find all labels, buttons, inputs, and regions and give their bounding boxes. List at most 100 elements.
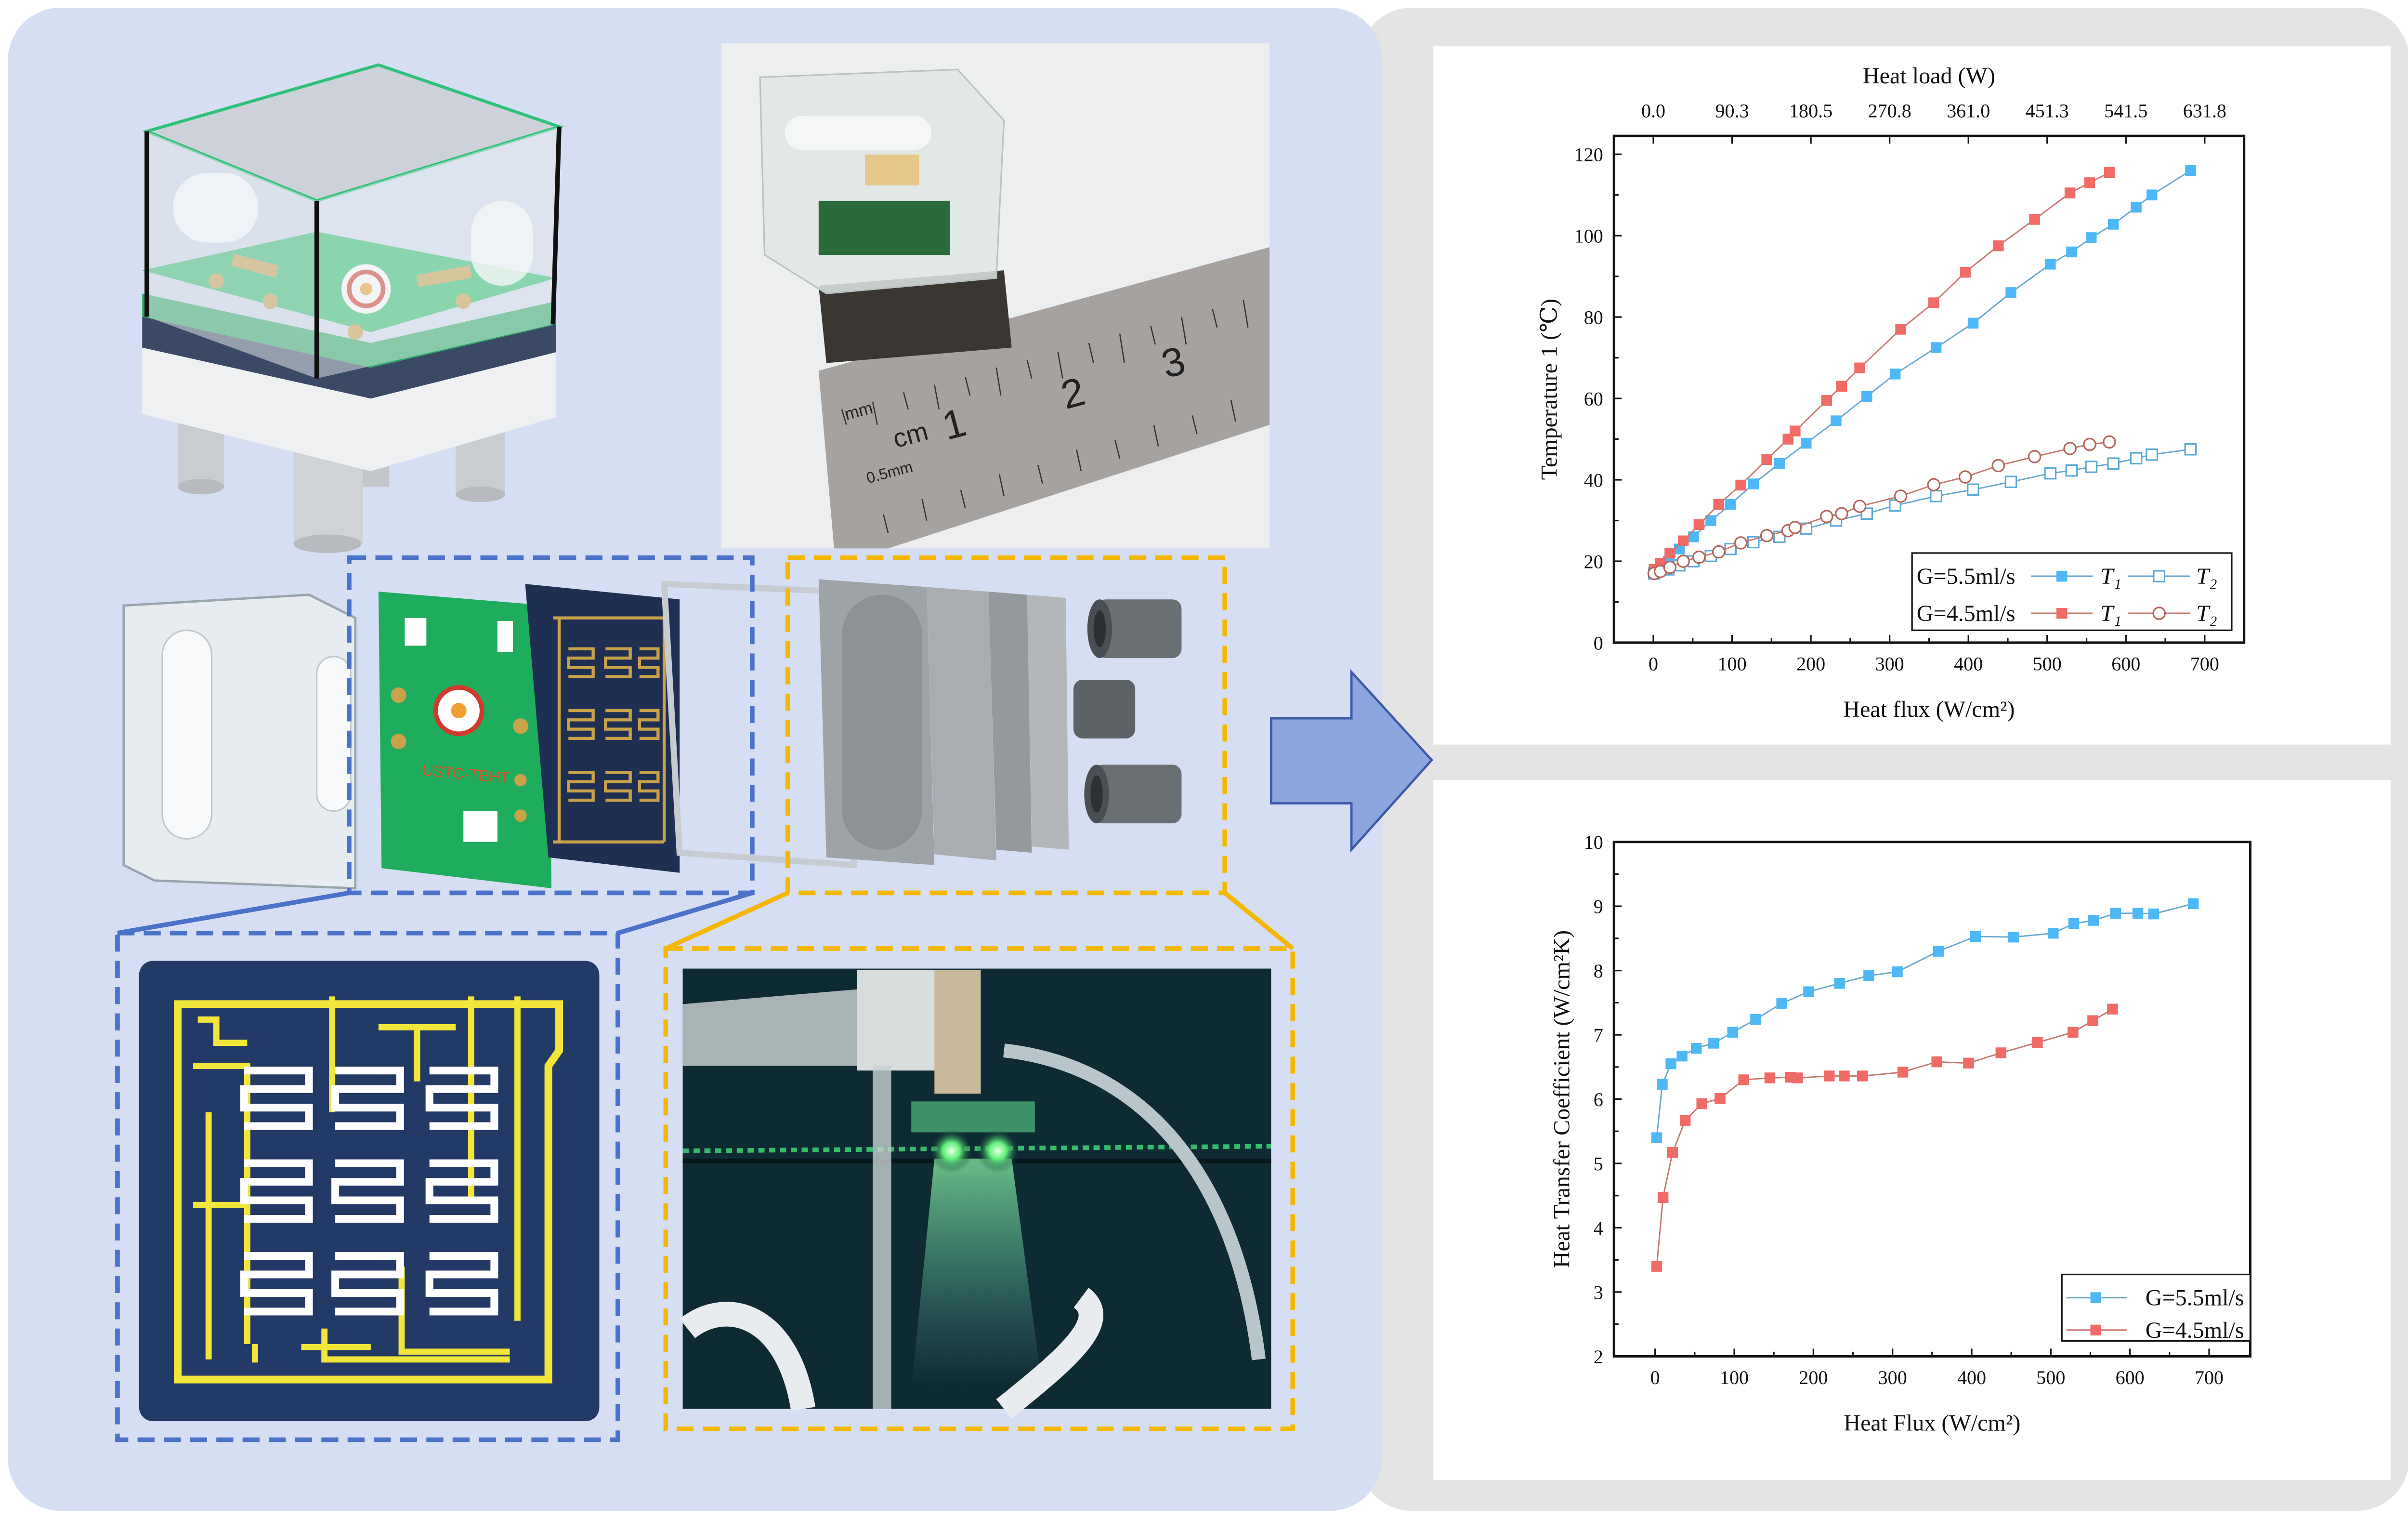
data-point: [2048, 927, 2059, 939]
data-point: [2063, 442, 2077, 455]
data-point: [1693, 519, 1705, 530]
data-point: [1834, 978, 1845, 989]
legend-t1: T₁: [2100, 564, 2121, 589]
x-tick-label: 100: [1718, 653, 1747, 675]
data-point: [1688, 531, 1699, 542]
x-tick-label: 400: [1957, 1367, 1986, 1388]
x-tick-label: 300: [1875, 653, 1904, 675]
exploded-view: USTC-TEHT: [122, 579, 1182, 890]
data-point: [1657, 1192, 1669, 1203]
data-point: [1788, 521, 1802, 534]
y-tick-label: 2: [1594, 1346, 1603, 1368]
data-point: [1889, 369, 1901, 380]
legend-t2: T₂: [2196, 601, 2217, 626]
serpentine-heaters: [240, 1067, 498, 1316]
data-point: [1738, 1074, 1749, 1085]
chart-card-htc: [1433, 780, 2391, 1480]
top-tick-label: 180.5: [1789, 100, 1832, 122]
heater-chip-detail: [139, 961, 600, 1422]
data-point: [2045, 259, 2056, 270]
data-point: [1748, 478, 1759, 489]
legend-t2: T₂: [2196, 564, 2217, 589]
data-point: [1696, 1098, 1707, 1109]
data-point: [1713, 499, 1724, 510]
temperature-chart: 00.010090.3200180.5300270.8400361.050045…: [1537, 63, 2246, 722]
data-point: [1931, 1056, 1942, 1068]
data-point: [1930, 342, 1942, 353]
data-point: [1776, 998, 1787, 1009]
data-point: [2032, 1037, 2043, 1048]
data-point: [2107, 457, 2120, 470]
data-point: [2087, 1015, 2098, 1026]
x-tick-label: 300: [1878, 1367, 1907, 1388]
data-point: [2148, 908, 2159, 920]
data-point: [1835, 507, 1848, 520]
x-tick-label: 200: [1796, 653, 1825, 675]
nozzle-callout-box: [785, 555, 1227, 896]
spray-photo-detail: [680, 968, 1271, 1419]
data-point: [1801, 437, 1812, 449]
data-point: [1676, 1050, 1688, 1062]
data-point: [2107, 219, 2119, 230]
data-point: [2110, 908, 2121, 919]
data-point: [1747, 536, 1760, 549]
top-tick-label: 90.3: [1715, 100, 1749, 122]
data-point: [2146, 189, 2158, 200]
data-point: [1960, 266, 1971, 278]
data-point: [1764, 1072, 1776, 1083]
data-point: [1750, 1014, 1761, 1025]
data-point: [1889, 499, 1901, 512]
data-point: [1836, 381, 1847, 392]
x-tick-label: 600: [2116, 1367, 2145, 1388]
data-point: [1782, 434, 1793, 445]
data-point: [1792, 1072, 1803, 1083]
y-tick-label: 6: [1594, 1089, 1603, 1110]
legend-marker: [2090, 1292, 2101, 1303]
data-point: [1857, 1070, 1868, 1082]
data-point: [1967, 317, 1979, 329]
data-point: [2184, 443, 2197, 456]
x-axis-title: Heat Flux (W/cm²): [1844, 1410, 2020, 1436]
legend-box: [1911, 552, 2233, 631]
data-point: [1824, 1070, 1835, 1082]
x-tick-label: 200: [1799, 1367, 1828, 1388]
data-point: [2068, 918, 2080, 929]
x-tick-label: 700: [2195, 1367, 2224, 1388]
top-tick-label: 361.0: [1947, 100, 1990, 122]
data-point: [2008, 931, 2019, 943]
legend-t1: T₁: [2100, 601, 2121, 626]
data-point: [2064, 187, 2076, 198]
data-point: [1664, 547, 1675, 559]
x-axis-title: Heat flux (W/cm²): [1843, 697, 2015, 722]
data-point: [1927, 478, 1941, 491]
data-point: [1993, 240, 2004, 251]
data-point: [1958, 470, 1972, 484]
data-point: [1894, 489, 1908, 503]
data-point: [2104, 167, 2115, 178]
data-point: [1831, 415, 1842, 426]
data-point: [1963, 1057, 1974, 1069]
data-point: [1773, 530, 1786, 543]
data-point: [1970, 931, 1981, 942]
data-point: [2083, 437, 2096, 451]
y-tick-label: 40: [1584, 469, 1603, 491]
data-point: [2044, 467, 2057, 480]
y-axis-title: Temperature 1 (℃): [1537, 299, 1562, 480]
data-point: [1676, 554, 1690, 568]
legend-marker: [2056, 607, 2068, 619]
legend-marker: [2090, 1324, 2101, 1336]
top-tick-label: 541.5: [2104, 100, 2147, 122]
legend-label: G=5.5ml/s: [2146, 1285, 2244, 1311]
data-point: [1928, 297, 1939, 308]
data-point: [1790, 425, 1801, 436]
data-point: [2004, 475, 2017, 488]
data-point: [1820, 510, 1833, 523]
data-point: [2005, 287, 2016, 298]
x-tick-label: 400: [1954, 653, 1983, 675]
data-point: [2131, 201, 2142, 213]
y-tick-label: 20: [1584, 551, 1603, 572]
data-point: [2065, 464, 2078, 477]
data-point: [1705, 515, 1716, 526]
